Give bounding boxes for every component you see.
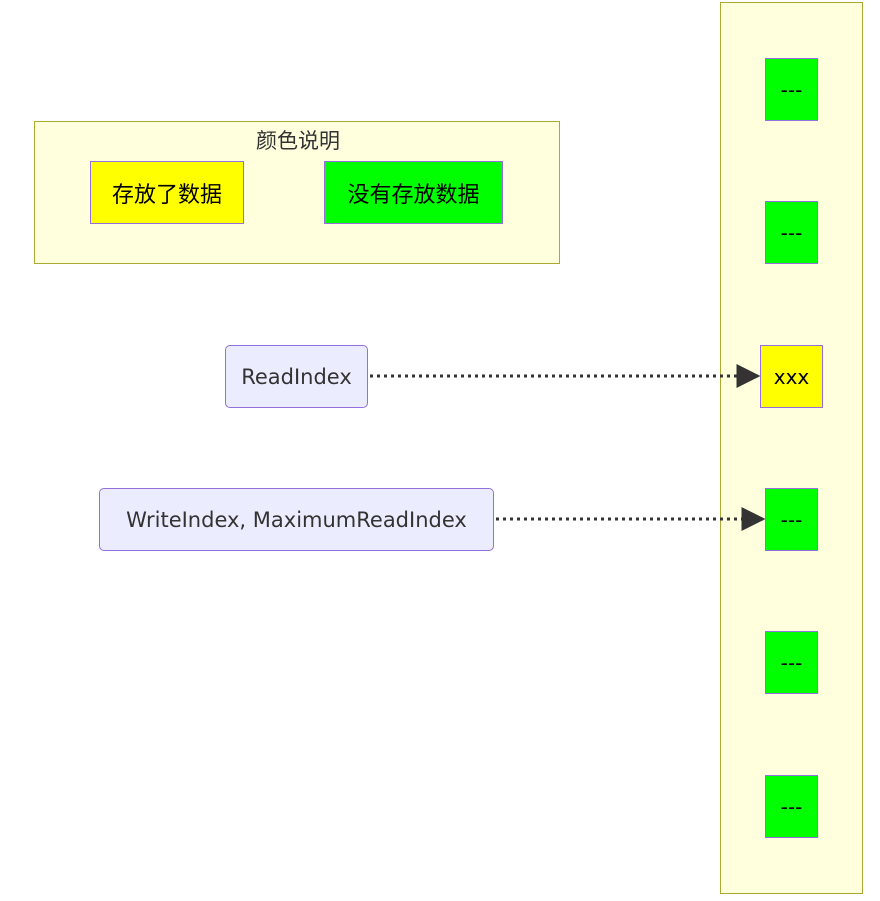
legend-item-filled: 存放了数据 (90, 161, 244, 224)
buffer-cell: --- (765, 201, 818, 264)
buffer-cell: --- (765, 488, 818, 551)
buffer-cell: --- (765, 58, 818, 121)
legend-title: 颜色说明 (256, 129, 340, 153)
buffer-cell: --- (765, 631, 818, 694)
legend-item-empty: 没有存放数据 (324, 161, 503, 224)
buffer-cell: xxx (760, 345, 823, 408)
ring-buffer-cluster (720, 2, 863, 894)
write-index-node: WriteIndex, MaximumReadIndex (99, 488, 494, 551)
buffer-cell: --- (765, 775, 818, 838)
read-index-node: ReadIndex (225, 345, 368, 408)
